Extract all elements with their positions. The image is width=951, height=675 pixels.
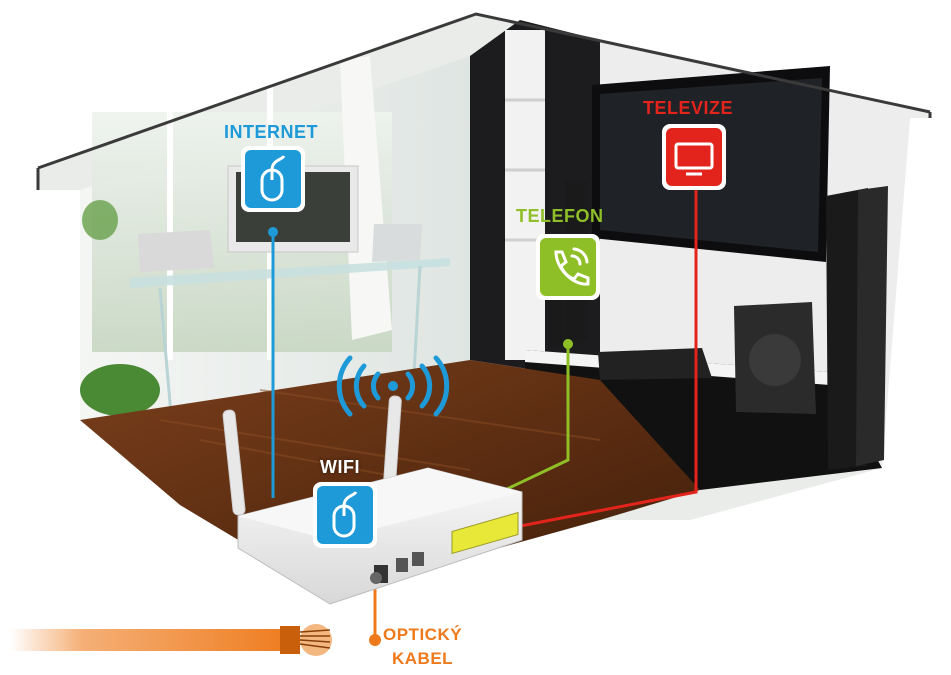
optic-label-line2: KABEL [392, 649, 454, 668]
optic-cable-label: OPTICKÝ KABEL [383, 623, 462, 671]
phone-icon [554, 247, 590, 286]
wifi-label: WIFI [320, 457, 360, 477]
mouse-icon [260, 155, 286, 202]
connection-lines [271, 182, 698, 638]
cordless-phone [549, 300, 563, 348]
tv-icon [674, 142, 714, 176]
internet-label: INTERNET [224, 122, 318, 142]
router [222, 395, 523, 605]
internet-icon-box [241, 146, 305, 212]
wifi-icon-box [313, 482, 377, 548]
televize-label: TELEVIZE [643, 98, 734, 118]
mouse-icon [332, 491, 358, 538]
telefon-label: TELEFON [516, 206, 604, 226]
optic-cable [10, 624, 332, 656]
televize-icon-box [662, 124, 726, 190]
televize-line [509, 182, 698, 530]
optic-label-line1: OPTICKÝ [383, 625, 463, 644]
wifi-signal-icon [336, 355, 450, 417]
telefon-icon-box [536, 234, 600, 300]
telefon-line [487, 344, 570, 500]
